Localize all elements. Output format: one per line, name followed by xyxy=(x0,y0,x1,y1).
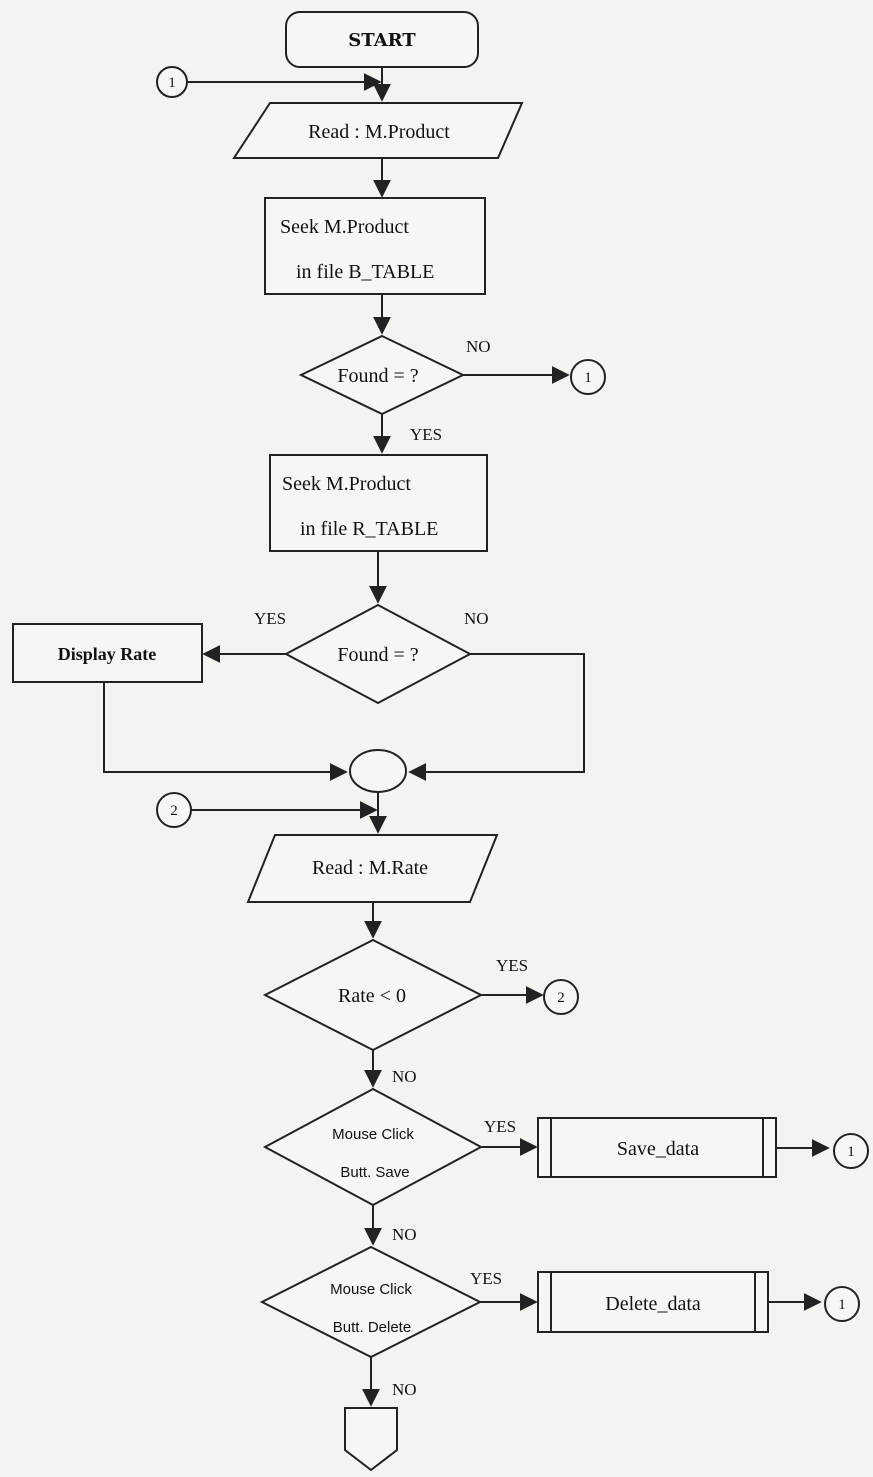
found1-decision: Found = ? xyxy=(298,334,466,416)
save-yes-label: YES xyxy=(484,1117,516,1136)
found2-no-to-merge-arrow xyxy=(408,653,585,781)
delete-yes-label: YES xyxy=(470,1269,502,1288)
connector-1-save-label: 1 xyxy=(847,1144,855,1160)
found1-label: Found = ? xyxy=(337,365,418,387)
found2-decision: Found = ? xyxy=(283,603,473,705)
found1-no-label: NO xyxy=(466,337,491,356)
connector-2-entry: 2 xyxy=(156,792,192,828)
read-rate-label: Read : M.Rate xyxy=(312,857,428,879)
found2-no-label: NO xyxy=(464,609,489,628)
save-click-line2: Butt. Save xyxy=(340,1164,409,1181)
save-no-label: NO xyxy=(392,1225,417,1244)
connector-2-rate: 2 xyxy=(543,979,579,1015)
connector-1-entry: 1 xyxy=(156,66,188,98)
save-data-subprocess: Save_data xyxy=(537,1117,777,1178)
found2-yes-label: YES xyxy=(254,609,286,628)
display-rate-process: Display Rate xyxy=(12,623,203,683)
save-click-decision: Mouse Click Butt. Save xyxy=(262,1087,484,1207)
connector-2-entry-label: 2 xyxy=(170,803,178,819)
delete-click-line2: Butt. Delete xyxy=(333,1319,411,1336)
seek-r-table-process: Seek M.Product in file R_TABLE xyxy=(269,454,488,552)
read-product-label: Read : M.Product xyxy=(308,121,450,143)
off-page-connector xyxy=(344,1407,398,1472)
rate-check-label: Rate < 0 xyxy=(338,985,406,1007)
connector-2-rate-label: 2 xyxy=(557,990,565,1006)
seek-b-line1: Seek M.Product xyxy=(280,216,409,238)
delete-click-line1: Mouse Click xyxy=(330,1281,412,1298)
read-product-io: Read : M.Product xyxy=(232,102,524,159)
connector-1-found1-label: 1 xyxy=(584,370,592,386)
start-label: START xyxy=(348,30,416,51)
start-terminator: START xyxy=(285,11,479,68)
seek-b-line2: in file B_TABLE xyxy=(296,261,434,283)
save-data-label: Save_data xyxy=(617,1138,699,1160)
found2-label: Found = ? xyxy=(337,644,418,666)
seek-r-line1: Seek M.Product xyxy=(282,473,411,495)
found1-yes-label: YES xyxy=(410,425,442,444)
display-rate-label: Display Rate xyxy=(58,644,157,664)
read-rate-io: Read : M.Rate xyxy=(246,834,499,903)
seek-b-table-process: Seek M.Product in file B_TABLE xyxy=(264,197,486,295)
rate-no-label: NO xyxy=(392,1067,417,1086)
rate-check-decision: Rate < 0 xyxy=(262,938,484,1052)
merge-connector xyxy=(349,749,407,793)
delete-no-label: NO xyxy=(392,1380,417,1399)
save-click-line1: Mouse Click xyxy=(332,1126,414,1143)
connector-1-found1: 1 xyxy=(570,359,606,395)
delete-data-label: Delete_data xyxy=(605,1293,701,1315)
connector-1-entry-label: 1 xyxy=(168,75,176,91)
rate-yes-label: YES xyxy=(496,956,528,975)
connector-1-delete: 1 xyxy=(824,1286,860,1322)
seek-r-line2: in file R_TABLE xyxy=(300,518,438,540)
connector-1-delete-label: 1 xyxy=(838,1297,846,1313)
delete-data-subprocess: Delete_data xyxy=(537,1271,769,1333)
display-rate-to-merge-arrow xyxy=(103,682,348,781)
connector-1-save: 1 xyxy=(833,1133,869,1169)
delete-click-decision: Mouse Click Butt. Delete xyxy=(259,1245,483,1359)
